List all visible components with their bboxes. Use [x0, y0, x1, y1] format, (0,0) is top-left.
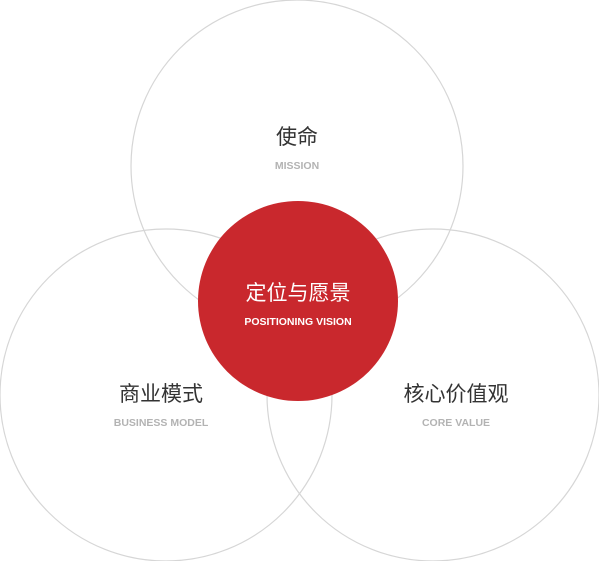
positioning-vision-disc: [198, 201, 398, 401]
core-value-subtitle: CORE VALUE: [422, 417, 490, 429]
positioning-vision-title: 定位与愿景: [246, 281, 351, 305]
business-model-title: 商业模式: [119, 382, 203, 406]
positioning-vision-subtitle: POSITIONING VISION: [244, 316, 351, 328]
business-model-subtitle: BUSINESS MODEL: [114, 417, 209, 429]
core-value-title: 核心价值观: [404, 382, 509, 406]
mission-subtitle: MISSION: [275, 160, 319, 172]
mission-title: 使命: [276, 125, 318, 149]
